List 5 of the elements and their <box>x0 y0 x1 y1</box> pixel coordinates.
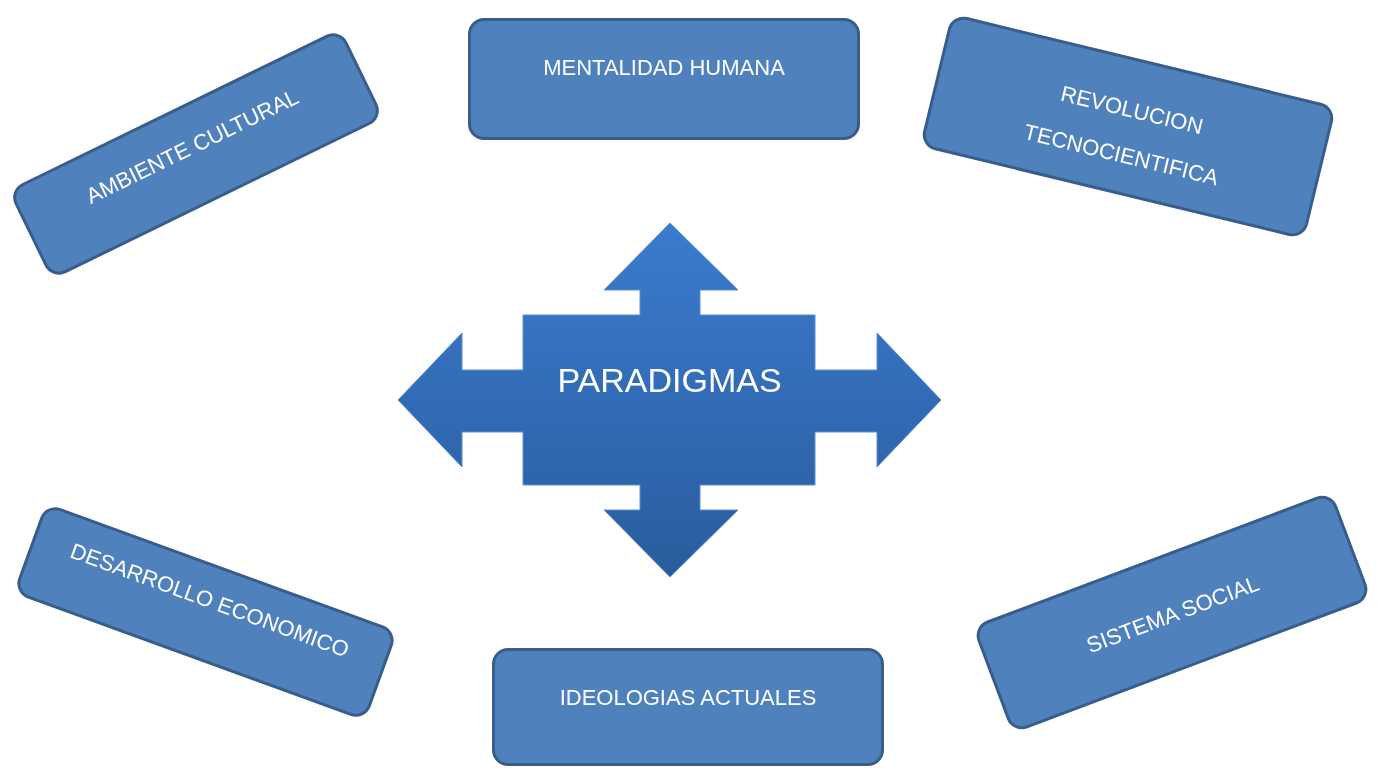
rounded-box <box>492 648 884 766</box>
box-label: MENTALIDAD HUMANA <box>542 54 786 82</box>
rounded-box <box>468 18 860 140</box>
box-label: IDEOLOGIAS ACTUALES <box>558 684 818 712</box>
center-label: PARADIGMAS <box>556 360 783 400</box>
